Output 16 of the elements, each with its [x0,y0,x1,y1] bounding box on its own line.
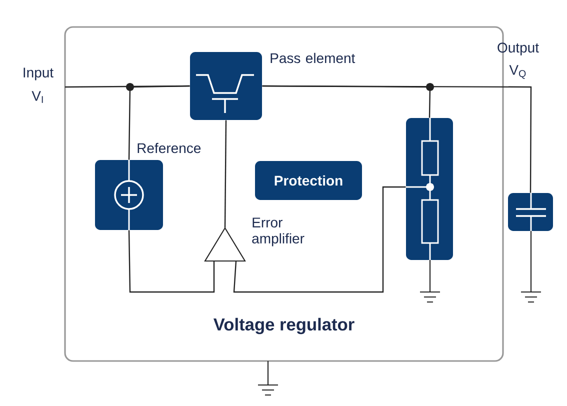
component-label: Pass element [270,52,356,64]
wire [128,85,190,160]
terminal-label: Input [24,68,54,80]
reference-box [95,159,163,231]
component-label: Reference [138,142,201,154]
capacitor-box [508,192,553,232]
wire [224,120,227,228]
terminal-label: Output [498,42,539,56]
wire [128,230,215,293]
pass-element-box [190,52,262,120]
wire [262,85,532,193]
terminal-label: V$_{Q}$ [509,65,526,79]
protection-box: Protection [255,161,362,200]
terminal-label: V$_{I}$ [32,91,43,103]
component-label: Error amplifier [252,218,304,246]
wire [233,186,406,293]
